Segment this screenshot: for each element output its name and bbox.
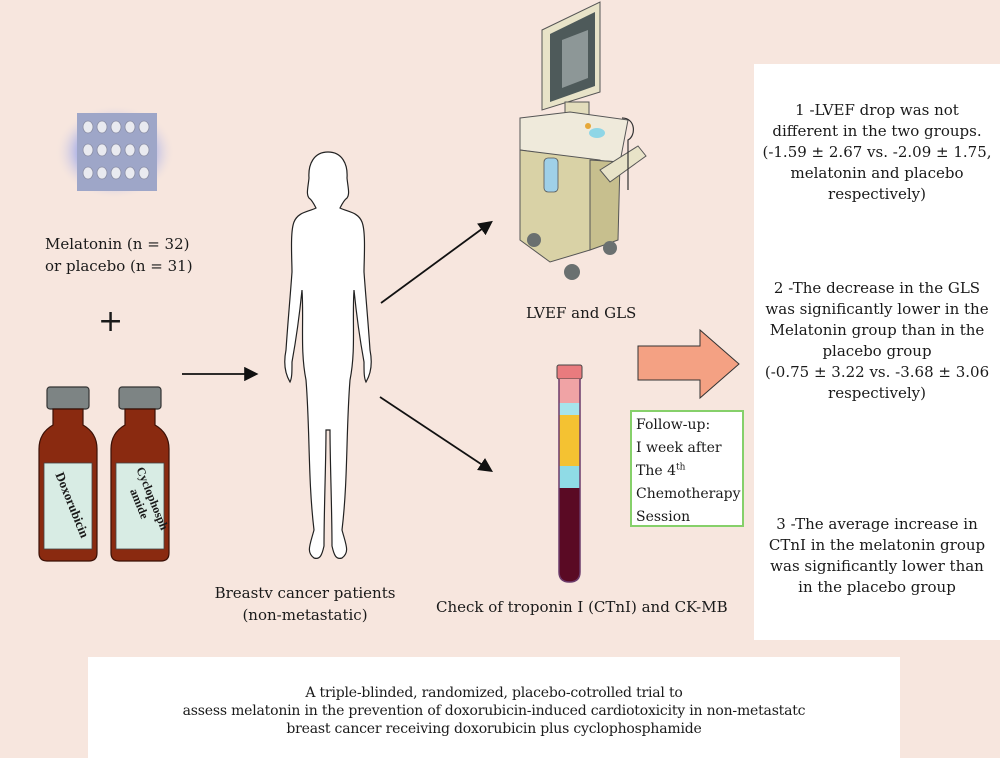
finding-2-line: was significantly lower in the	[765, 300, 989, 318]
finding-3-line: in the placebo group	[798, 578, 956, 596]
finding-1-line: different in the two groups.	[772, 122, 982, 140]
patient-silhouette-icon	[278, 150, 378, 565]
blood-test-label: Check of troponin I (CTnI) and CK-MB	[436, 598, 728, 616]
finding-1-line: (-1.59 ± 2.67 vs. -2.09 ± 1.75,	[762, 143, 992, 161]
plus-sign: +	[98, 304, 124, 339]
patient-label-line2: (non-metastatic)	[242, 606, 368, 624]
followup-line3-sup: th	[676, 462, 686, 473]
patient-label-line1: Breastv cancer patients	[214, 584, 396, 602]
patient-to-blood-arrow	[379, 396, 493, 472]
results-panel: 1 -LVEF drop was not different in the tw…	[754, 64, 1000, 640]
finding-1: 1 -LVEF drop was not different in the tw…	[754, 100, 1000, 205]
finding-2: 2 -The decrease in the GLS was significa…	[754, 278, 1000, 404]
finding-1-line: melatonin and placebo	[790, 164, 964, 182]
finding-2-line: 2 -The decrease in the GLS	[773, 279, 981, 297]
followup-line4: Chemotherapy	[636, 486, 741, 502]
echo-label: LVEF and GLS	[526, 304, 637, 322]
patient-label: Breastv cancer patients (non-metastatic)	[205, 582, 405, 626]
followup-line3: The 4th	[636, 460, 738, 483]
finding-3-line: 3 -The average increase in	[776, 515, 978, 533]
patient-to-echo-arrow	[380, 220, 493, 304]
finding-3-line: was significantly lower than	[770, 557, 984, 575]
summary-text: A triple-blinded, randomized, placebo-co…	[88, 684, 900, 738]
summary-line1: A triple-blinded, randomized, placebo-co…	[305, 685, 683, 701]
finding-3-line: CTnI in the melatonin group	[768, 536, 986, 554]
finding-3: 3 -The average increase in CTnI in the m…	[754, 514, 1000, 598]
finding-1-line: respectively)	[828, 185, 926, 203]
finding-2-line: placebo group	[822, 342, 932, 360]
summary-line2: assess melatonin in the prevention of do…	[182, 703, 806, 719]
summary-line3: breast cancer receiving doxorubicin plus…	[286, 721, 702, 737]
doxorubicin-bottle-icon: Doxorubicin	[33, 385, 103, 565]
summary-box: A triple-blinded, randomized, placebo-co…	[88, 657, 900, 758]
followup-line2: I week after	[636, 440, 722, 456]
followup-line3-prefix: The 4	[636, 463, 676, 479]
pill-label: Melatonin (n = 32) or placebo (n = 31)	[45, 233, 205, 277]
blood-test-tube-icon	[555, 364, 585, 586]
echocardiography-machine-icon	[510, 0, 650, 290]
followup-box: Follow-up: I week after The 4th Chemothe…	[630, 410, 744, 527]
followup-line1: Follow-up:	[636, 417, 711, 433]
melatonin-pill-pack-icon	[55, 105, 175, 200]
placebo-count-label: or placebo (n = 31)	[45, 257, 193, 275]
finding-2-line: respectively)	[828, 384, 926, 402]
cyclophosphamide-bottle-icon: Cyclophosph amide	[105, 385, 175, 565]
finding-2-line: (-0.75 ± 3.22 vs. -3.68 ± 3.06	[764, 363, 990, 381]
finding-2-line: Melatonin group than in the	[769, 321, 985, 339]
finding-1-line: 1 -LVEF drop was not	[795, 101, 959, 119]
melatonin-count-label: Melatonin (n = 32)	[45, 235, 190, 253]
followup-line5: Session	[636, 509, 691, 525]
to-results-big-arrow	[637, 328, 740, 400]
